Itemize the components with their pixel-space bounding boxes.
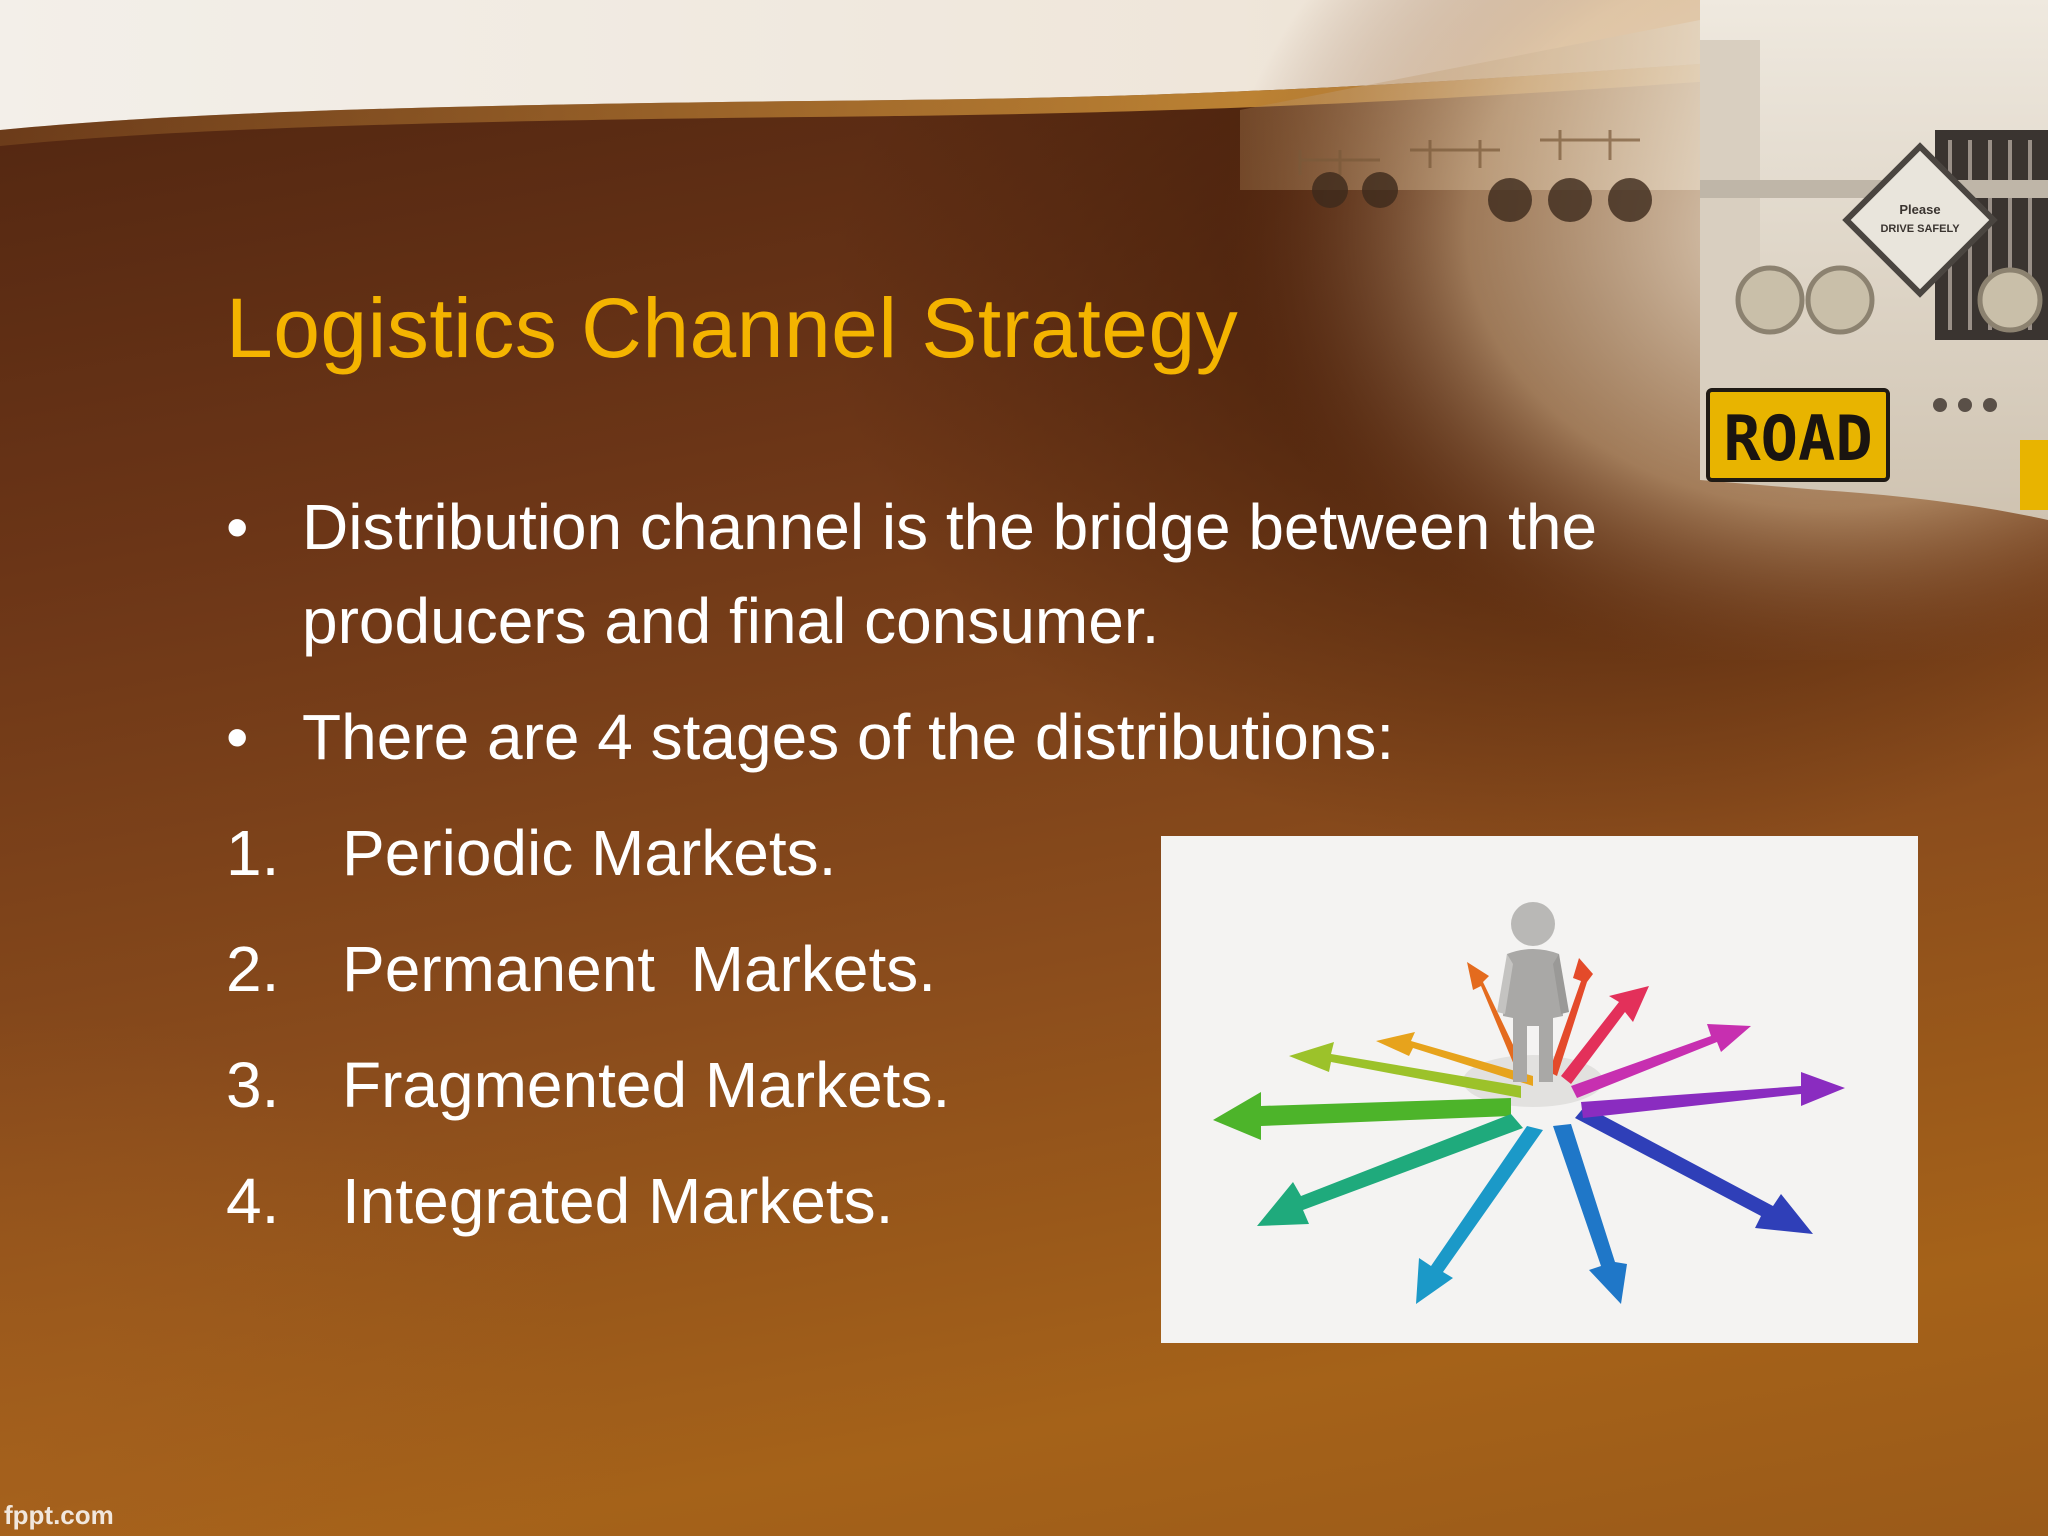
bullet-item: • There are 4 stages of the distribution… [226,690,1782,784]
list-number: 3. [226,1049,280,1121]
truck-illustration: Please DRIVE SAFELY ROAD [1180,0,2048,660]
truck-plate-text: ROAD [1723,402,1872,475]
truck-sign-line1: Please [1899,202,1940,217]
numbered-item: 1. Periodic Markets. [226,806,1242,900]
bullet-symbol: • [226,491,249,563]
truck-sign-line2: DRIVE SAFELY [1880,223,1960,235]
footer-logo: fppt.com [4,1500,114,1530]
bullet-item: • Distribution channel is the bridge bet… [226,480,1782,668]
numbered-item: 4. Integrated Markets. [226,1154,1242,1248]
list-text: Integrated Markets. [342,1165,894,1237]
list-text: Fragmented Markets. [342,1049,951,1121]
bullet-text: There are 4 stages of the distributions: [302,701,1395,773]
list-number: 4. [226,1165,280,1237]
arrows-person-picture [1161,836,1918,1343]
arrow-icon [1213,958,1845,1304]
list-text: Periodic Markets. [342,817,837,889]
list-number: 2. [226,933,280,1005]
list-number: 1. [226,817,280,889]
bullet-text: Distribution channel is the bridge betwe… [302,491,1598,657]
numbered-item: 3. Fragmented Markets. [226,1038,1242,1132]
slide-title: Logistics Channel Strategy [226,281,1239,375]
numbered-item: 2. Permanent Markets. [226,922,1242,1016]
slide-body: • Distribution channel is the bridge bet… [226,480,1726,1270]
bullet-symbol: • [226,701,249,773]
list-text: Permanent Markets. [342,933,936,1005]
person-icon [1497,902,1569,1082]
